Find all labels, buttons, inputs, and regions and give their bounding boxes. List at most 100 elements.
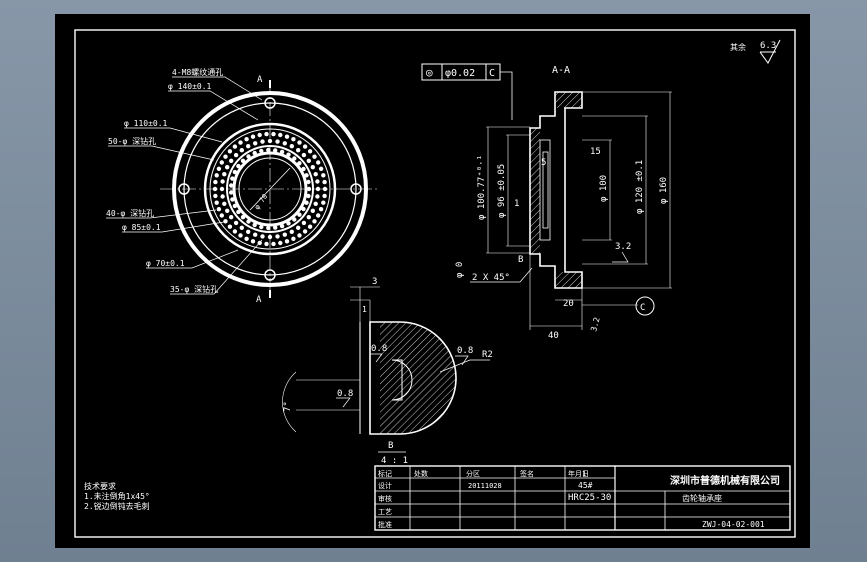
ball-hole: [250, 134, 256, 139]
roughness-symbol: 其余 6.3: [730, 39, 781, 64]
ball-hole: [289, 229, 294, 234]
ball-hole: [306, 193, 311, 199]
ball-hole: [266, 225, 271, 231]
label-d110: φ 110±0.1: [124, 119, 168, 128]
ball-hole: [239, 148, 244, 153]
tb-hardness: HRC25-30: [568, 493, 611, 503]
ball-hole: [239, 225, 244, 230]
section-title: A-A: [552, 65, 570, 76]
ball-hole: [229, 190, 234, 195]
detail-dim-3: 3: [372, 277, 377, 287]
ball-hole: [297, 161, 302, 166]
label-d70: φ 70±0.1: [146, 259, 185, 268]
ball-hole: [222, 172, 227, 177]
ball-hole: [312, 154, 317, 159]
ball-hole: [279, 149, 285, 155]
tb-material: 45#: [578, 481, 593, 490]
ball-hole: [232, 229, 238, 234]
ball-hole: [292, 156, 297, 161]
ball-hole: [232, 203, 238, 209]
tb-part-name: 齿轮轴承座: [682, 493, 722, 503]
tb-row-3: 审核: [378, 494, 392, 503]
ball-hole: [223, 154, 228, 159]
dim-15: 15: [590, 147, 601, 157]
dim-20: 20: [563, 299, 574, 309]
dim-r32b: 3.2: [589, 316, 601, 332]
detail-angle: 7°: [283, 401, 293, 412]
ball-hole: [301, 166, 306, 172]
ball-hole: [250, 239, 256, 244]
roughness-note: 其余: [730, 42, 746, 52]
tb-col-3: 签名: [520, 469, 534, 478]
ball-hole: [315, 179, 320, 184]
ball-hole: [252, 150, 257, 156]
label-d85: φ 85±0.1: [122, 223, 161, 232]
dim-d120: φ 120 ±0.1: [635, 160, 645, 214]
ball-hole: [266, 147, 271, 153]
ball-hole: [271, 241, 276, 247]
ball-hole: [240, 215, 246, 220]
ball-hole: [304, 173, 309, 178]
ball-hole: [291, 236, 296, 241]
detail-view: 3 1 0.8 0.8 0.8 R2 7° B 4 : 1: [282, 277, 493, 466]
label-d140: φ 140±0.1: [168, 82, 212, 91]
ball-hole: [216, 207, 222, 212]
tb-row-4: 工艺: [378, 508, 392, 516]
detail-label: B: [388, 441, 393, 451]
ball-hole: [302, 229, 308, 234]
roughness-value: 6.3: [760, 41, 776, 51]
ball-hole: [318, 166, 324, 171]
ball-hole: [216, 166, 222, 171]
ball-hole: [273, 148, 278, 153]
ball-hole: [301, 206, 306, 212]
ball-hole: [322, 179, 327, 185]
tb-col-1: 处数: [414, 469, 428, 478]
ball-hole: [220, 179, 225, 184]
ball-hole: [297, 140, 302, 145]
ball-hole: [233, 220, 239, 226]
detail-r08c: 0.8: [457, 346, 473, 356]
ball-hole: [297, 212, 302, 217]
ball-hole: [253, 141, 258, 146]
ball-hole: [236, 209, 241, 215]
ball-hole: [244, 137, 249, 142]
ball-hole: [315, 194, 320, 199]
ball-hole: [278, 240, 283, 246]
datum-c-circle: [635, 296, 655, 316]
tech-note-2: 2.锐边倒钝去毛刺: [84, 501, 150, 511]
tolerance-datum: C: [489, 68, 495, 79]
dim-d160: φ 160: [659, 177, 669, 204]
dim-40: 40: [548, 331, 559, 341]
ball-hole: [297, 233, 302, 238]
section-view: A-A ◎ φ0.02 C: [421, 63, 672, 341]
ball-hole: [264, 241, 269, 247]
ball-holes: [212, 131, 328, 247]
ball-hole: [257, 132, 262, 138]
ball-hole: [306, 215, 311, 220]
ball-hole: [310, 165, 315, 170]
tb-date: 20111028: [468, 482, 502, 490]
tolerance-value: φ0.02: [445, 68, 475, 79]
label-holes-40: 40-φ 深钻孔: [106, 208, 154, 218]
ball-hole: [301, 152, 307, 158]
ball-hole: [227, 224, 233, 229]
tb-row-1: 标记: [378, 469, 392, 478]
ball-hole: [213, 193, 218, 199]
ball-hole: [233, 152, 239, 158]
ball-hole: [230, 176, 235, 181]
tech-notes: 技术要求 1.未注倒角1x45° 2.锐边倒钝去毛刺: [84, 481, 150, 511]
ball-hole: [302, 144, 308, 149]
dim-d96: φ 96 ±0.05: [497, 164, 507, 218]
ball-hole: [271, 131, 276, 137]
ball-hole: [244, 236, 249, 241]
ball-hole: [214, 200, 219, 205]
ball-hole: [246, 154, 251, 159]
title-block: 处数 分区 签名 年月日 标记 设计 审核 工艺 批准 20111028 1 4…: [374, 465, 791, 531]
dim-d100: φ 100: [599, 175, 609, 202]
ball-hole: [278, 132, 283, 138]
ball-hole: [312, 219, 317, 224]
ball-hole: [219, 160, 224, 165]
section-mark-bottom: A: [256, 295, 262, 305]
